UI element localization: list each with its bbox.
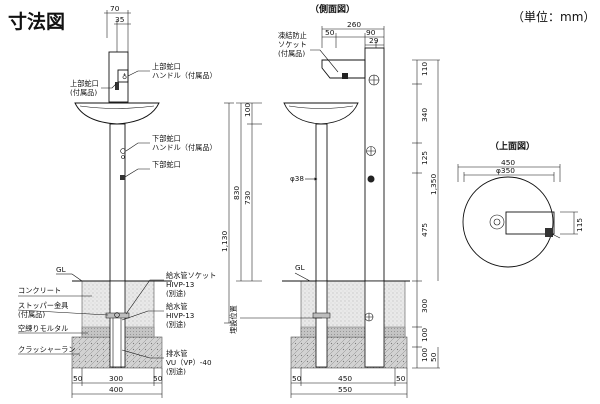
handle-icon-side-buried	[364, 312, 374, 322]
dim-left-730: 730	[243, 191, 252, 205]
label-gl-side: GL	[295, 263, 305, 272]
dim-front-70: 70	[110, 4, 120, 13]
lower-spout-dot	[367, 175, 375, 183]
dim-side-bottom-50b: 50	[396, 374, 406, 383]
dim-side-bottom-450: 450	[338, 374, 352, 383]
label-drain-pipe-sub: (別途)	[166, 367, 186, 376]
dim-right-125: 125	[420, 151, 429, 165]
dim-left-100: 100	[243, 103, 252, 117]
page-title: 寸法図	[8, 10, 65, 33]
dim-side-bottom-50a: 50	[292, 374, 302, 383]
dim-right-300: 300	[420, 299, 429, 313]
label-gl-front: GL	[56, 265, 66, 274]
label-antifreeze-2: ソケット	[278, 40, 307, 49]
dim-front-bottom-50b: 50	[153, 374, 163, 383]
label-lower-spout: 下部蛇口	[152, 160, 181, 169]
dim-right-1350: 1,350	[429, 174, 438, 195]
label-upper-spout-sub: (付属品)	[70, 88, 97, 97]
top-spout-block	[545, 228, 553, 237]
dim-side-bottom-550: 550	[338, 385, 352, 394]
front-view: 70 35 ♁ 50	[17, 4, 217, 398]
dim-left-830: 830	[232, 186, 241, 200]
label-upper-handle-sub: ハンドル（付属品）	[152, 71, 217, 80]
dim-right-100b: 100	[420, 348, 429, 362]
label-lower-handle-sub: ハンドル（付属品）	[152, 143, 217, 152]
label-supply-pipe: 給水管	[166, 302, 188, 311]
handle-icon-side-mid	[366, 146, 376, 156]
side-view: （側面図） 260 50 90 29 凍結防止 ソケット (付属品)	[229, 3, 410, 398]
label-phi38: φ38	[290, 174, 304, 183]
dim-front-bottom-300: 300	[109, 374, 123, 383]
side-view-title: （側面図）	[310, 3, 355, 15]
label-concrete: コンクリート	[18, 286, 61, 295]
dim-front-bottom-400: 400	[109, 385, 123, 394]
dim-front-bottom-50a: 50	[73, 374, 83, 383]
label-supply-socket-sub: (別途)	[166, 289, 186, 298]
label-upper-spout: 上部蛇口	[70, 79, 99, 88]
vertical-dims-right: 110 340 125 475 300 100 100 1,350 50	[412, 59, 440, 369]
label-drain-pipe-spec: VU（VP）-40	[166, 358, 212, 367]
dim-right-100a: 100	[420, 328, 429, 342]
label-supply-pipe-sub: (別途)	[166, 320, 186, 329]
label-mortar: 空練りモルタル	[18, 324, 68, 333]
handle-icon-side-top	[368, 74, 380, 86]
label-stopper-sub: (付属品)	[18, 310, 45, 319]
label-antifreeze-sub: (付属品)	[278, 49, 305, 58]
vertical-dims-left: 1,130 830 730 100	[220, 103, 262, 324]
label-stopper: ストッパー金具	[18, 301, 68, 310]
upper-handle-icon: ♁	[122, 73, 127, 81]
dim-right-110: 110	[420, 62, 429, 76]
dim-left-1130: 1,130	[220, 231, 229, 252]
label-supply-socket: 給水管ソケット	[166, 271, 216, 280]
dim-side-29: 29	[369, 36, 379, 45]
label-supply-socket-spec: HIVP-13	[166, 280, 194, 289]
dim-right-475: 475	[420, 223, 429, 237]
dim-side-50: 50	[325, 28, 335, 37]
dim-top-115: 115	[575, 218, 584, 232]
dim-right-340: 340	[420, 108, 429, 122]
label-drain-pipe: 排水管	[166, 349, 188, 358]
unit-note: （単位：mm）	[512, 9, 595, 24]
top-view: （上面図） 450 φ350 115	[457, 140, 584, 268]
dim-right-50: 50	[429, 352, 438, 362]
label-antifreeze: 凍結防止	[278, 31, 307, 40]
label-lower-handle: 下部蛇口	[152, 134, 181, 143]
label-upper-handle: 上部蛇口	[152, 62, 181, 71]
dim-top-450: 450	[501, 158, 515, 167]
dim-side-90: 90	[366, 28, 376, 37]
label-aquarium: 埋設位置	[229, 305, 238, 334]
top-view-title: （上面図）	[490, 140, 535, 152]
label-crusher-run: クラッシャーラン	[18, 345, 76, 354]
dim-front-35: 35	[115, 15, 125, 24]
dim-side-260: 260	[347, 20, 361, 29]
label-supply-pipe-spec: HIVP-13	[166, 311, 194, 320]
dim-top-phi350: φ350	[496, 166, 515, 175]
